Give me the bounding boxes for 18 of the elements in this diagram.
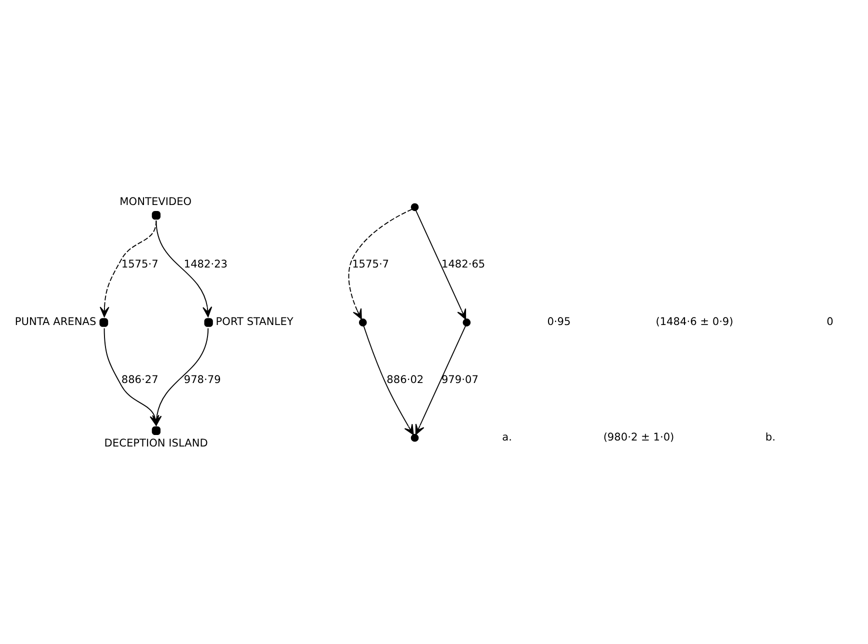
edge-label: 1575·7 xyxy=(352,258,390,270)
node-label: PUNTA ARENAS xyxy=(14,316,96,328)
label: (1484·6 ± 0·9) xyxy=(656,316,734,328)
edge-label: 1482·65 xyxy=(441,258,486,270)
edge-label: 886·02 xyxy=(386,373,424,386)
label: a. xyxy=(502,431,512,444)
edge-label: 978·79 xyxy=(184,373,221,386)
label: 0 xyxy=(826,316,834,328)
label: b. xyxy=(765,431,776,444)
node-label: MONTEVIDEO xyxy=(120,196,192,208)
node-label: PORT STANLEY xyxy=(216,316,294,328)
edge-label: 1575·7 xyxy=(121,258,158,270)
label: 0·95 xyxy=(547,316,571,328)
edge-label: 886·27 xyxy=(121,373,158,386)
edge-label: 979·07 xyxy=(441,373,478,386)
label: (980·2 ± 1·0) xyxy=(603,431,674,444)
edge-label: 1482·23 xyxy=(184,258,228,270)
node-label: DECEPTION ISLAND xyxy=(104,436,208,449)
